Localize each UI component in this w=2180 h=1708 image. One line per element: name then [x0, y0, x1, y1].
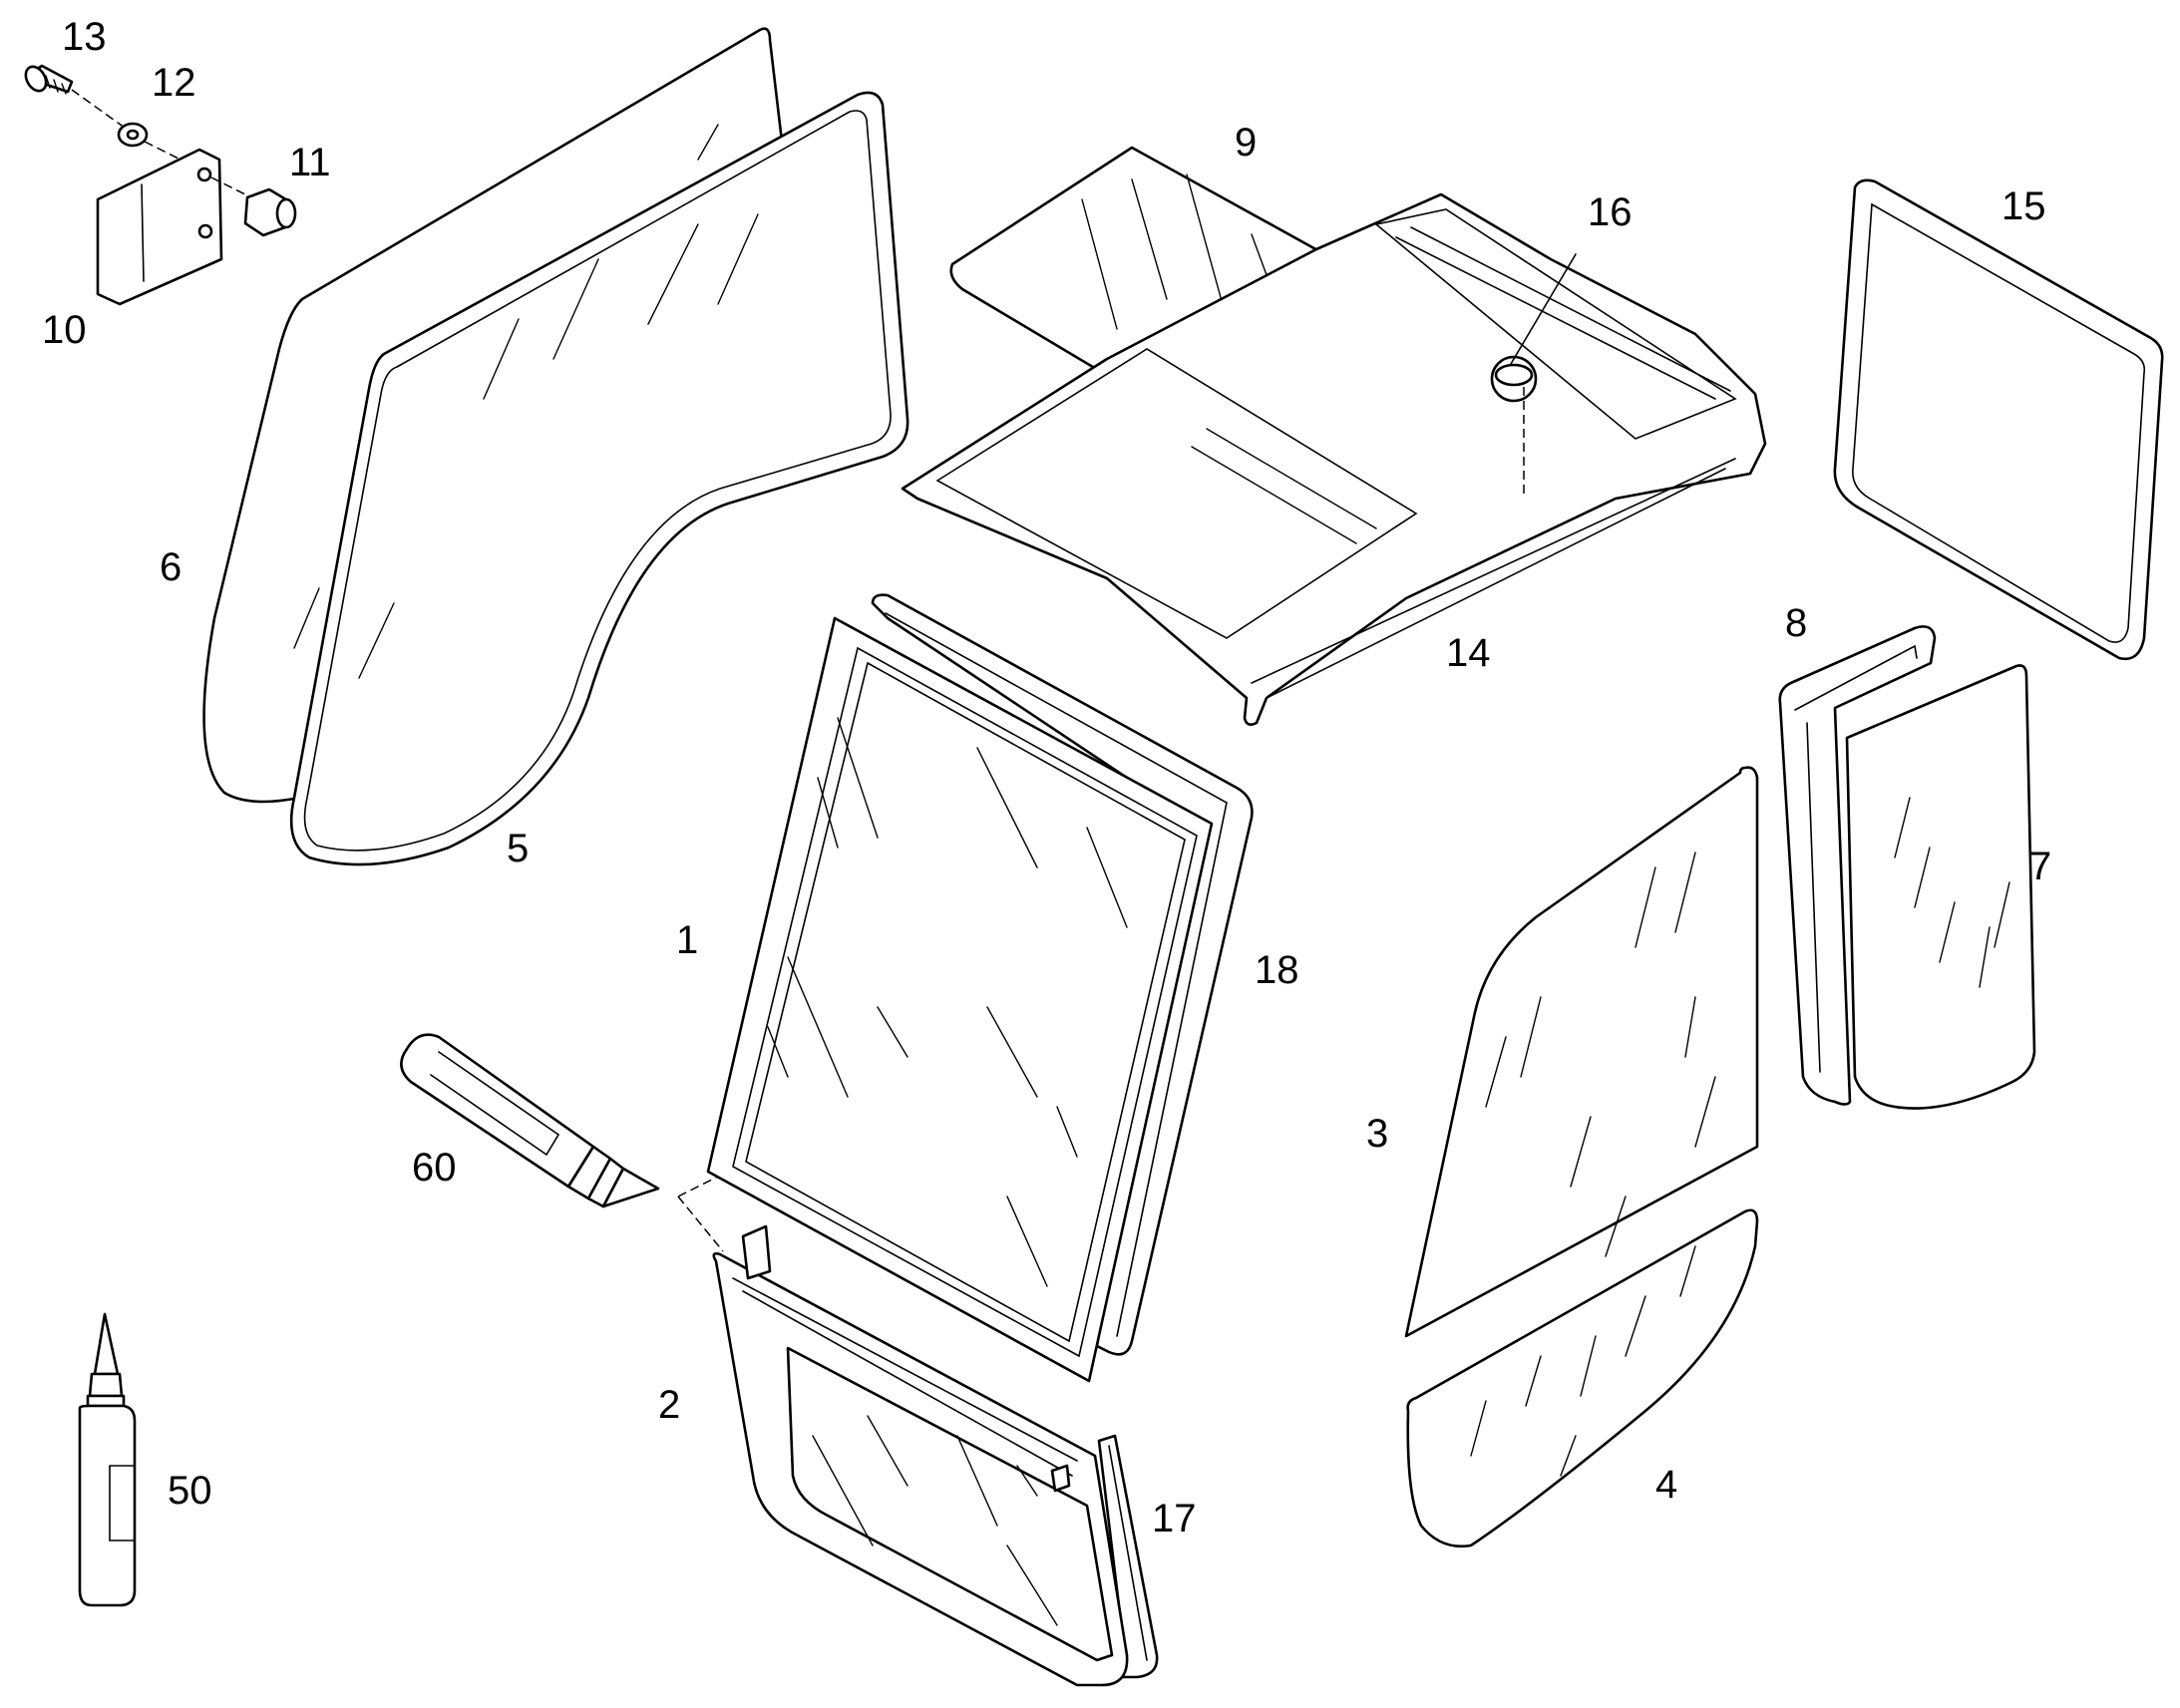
callout-1: 1 — [676, 918, 698, 962]
callout-15: 15 — [2001, 184, 2046, 228]
part-7-side-rear-glass — [1845, 664, 2036, 1110]
leader-16-pointer — [1510, 253, 1577, 365]
callout-6: 6 — [160, 545, 182, 589]
part-17-seal-strip — [1097, 1434, 1159, 1679]
callout-8: 8 — [1785, 601, 1807, 645]
part-60-sealant-tube — [400, 1033, 660, 1208]
callout-14: 14 — [1446, 631, 1491, 675]
leader-12 — [144, 141, 205, 172]
callout-labels: 13 12 11 10 6 5 9 16 15 14 8 7 1 18 3 60… — [42, 15, 2051, 1540]
callout-2: 2 — [658, 1383, 680, 1427]
part-3-side-upper-glass — [1404, 766, 1759, 1338]
callout-12: 12 — [152, 61, 196, 105]
part-50-sealant-bottle — [78, 1312, 137, 1607]
part-5-door-seal — [289, 91, 909, 866]
callout-4: 4 — [1655, 1463, 1677, 1507]
callout-60: 60 — [412, 1146, 457, 1190]
leader-60b — [677, 1196, 724, 1252]
part-18-windshield-seal — [871, 593, 1254, 1356]
part-2-lower-glass — [712, 1224, 1129, 1687]
callout-11: 11 — [289, 141, 331, 184]
leader-60a — [677, 1176, 719, 1197]
part-12-washer — [117, 122, 149, 148]
part-10-bracket — [96, 148, 223, 306]
part-4-side-lower-glass — [1406, 1208, 1759, 1548]
callout-5: 5 — [507, 827, 529, 870]
callout-16: 16 — [1588, 190, 1633, 234]
callout-3: 3 — [1366, 1112, 1388, 1156]
leader-11 — [210, 176, 252, 198]
callout-18: 18 — [1255, 948, 1299, 992]
callout-7: 7 — [2029, 845, 2051, 888]
callout-10: 10 — [42, 308, 87, 352]
part-15-rear-seal — [1833, 178, 2164, 661]
callout-13: 13 — [62, 15, 107, 59]
part-1-windshield — [706, 616, 1214, 1383]
leader-13 — [71, 89, 126, 129]
callout-17: 17 — [1152, 1497, 1197, 1540]
part-11-bushing — [243, 187, 297, 237]
part-8-side-seal — [1778, 625, 1937, 1106]
part-13-screw — [24, 64, 74, 95]
callout-9: 9 — [1235, 121, 1257, 165]
part-14-roof-frame — [901, 192, 1767, 726]
callout-50: 50 — [168, 1469, 212, 1513]
